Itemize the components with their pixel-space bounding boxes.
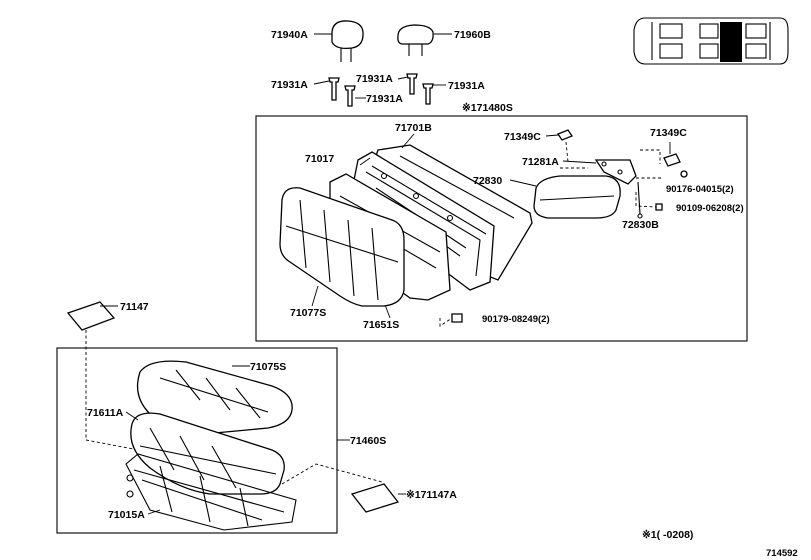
label-71015a: 71015A [108, 509, 145, 521]
cushion-assembly-box [56, 347, 338, 534]
label-71017: 71017 [305, 153, 334, 165]
figure-id: 714592 [766, 548, 798, 559]
label-71147a: ※171147A [406, 489, 457, 501]
vehicle-locator-icon [633, 17, 789, 65]
label-71931a-4: 71931A [366, 93, 403, 105]
label-71281a: 71281A [522, 156, 559, 168]
seatback-cover-71077s [279, 187, 405, 307]
label-71701b: 71701B [395, 122, 432, 134]
label-72830b: 72830B [622, 219, 659, 231]
label-71147: 71147 [120, 301, 149, 313]
clip-71349c-top [557, 129, 573, 141]
bolt-90176 [680, 170, 688, 178]
label-71611a: 71611A [87, 407, 124, 419]
label-90176-04015: 90176-04015(2) [666, 184, 734, 195]
label-71931a-2: 71931A [356, 73, 393, 85]
label-72830: 72830 [473, 175, 502, 187]
label-90179-08249: 90179-08249(2) [482, 314, 550, 325]
headrest-71940a [331, 20, 364, 62]
label-71075s: 71075S [250, 361, 286, 373]
bolt-90179 [439, 313, 463, 327]
bolt-90109 [635, 192, 663, 211]
label-71960b: 71960B [454, 29, 491, 41]
pad-71147a [350, 483, 400, 513]
label-90109-06208: 90109-06208(2) [676, 203, 744, 214]
pad-71147 [66, 301, 116, 331]
headrest-71960b [397, 24, 434, 56]
armrest-72830 [533, 175, 621, 219]
armrest-hinge-72830b [637, 181, 643, 219]
label-71077s: 71077S [290, 307, 326, 319]
footnote: ※1( -0208) [642, 529, 693, 541]
headrest-supports-71931a [328, 73, 434, 107]
label-71931a-3: 71931A [448, 80, 485, 92]
clip-71349c-right [663, 153, 681, 167]
label-71349c-2: 71349C [650, 127, 687, 139]
label-71349c-1: 71349C [504, 131, 541, 143]
armrest-bracket-71281a [594, 159, 637, 185]
label-71940a: 71940A [271, 29, 308, 41]
label-71460s: 71460S [350, 435, 386, 447]
cushion-cover-71075s [136, 360, 293, 435]
cushion-frame-71015a [125, 453, 297, 531]
label-71931a-1: 71931A [271, 79, 308, 91]
label-71651s: 71651S [363, 319, 399, 331]
seatback-assembly-box [255, 115, 748, 342]
label-71480s: ※171480S [462, 102, 513, 114]
cushion-pad-71611a [130, 412, 285, 495]
